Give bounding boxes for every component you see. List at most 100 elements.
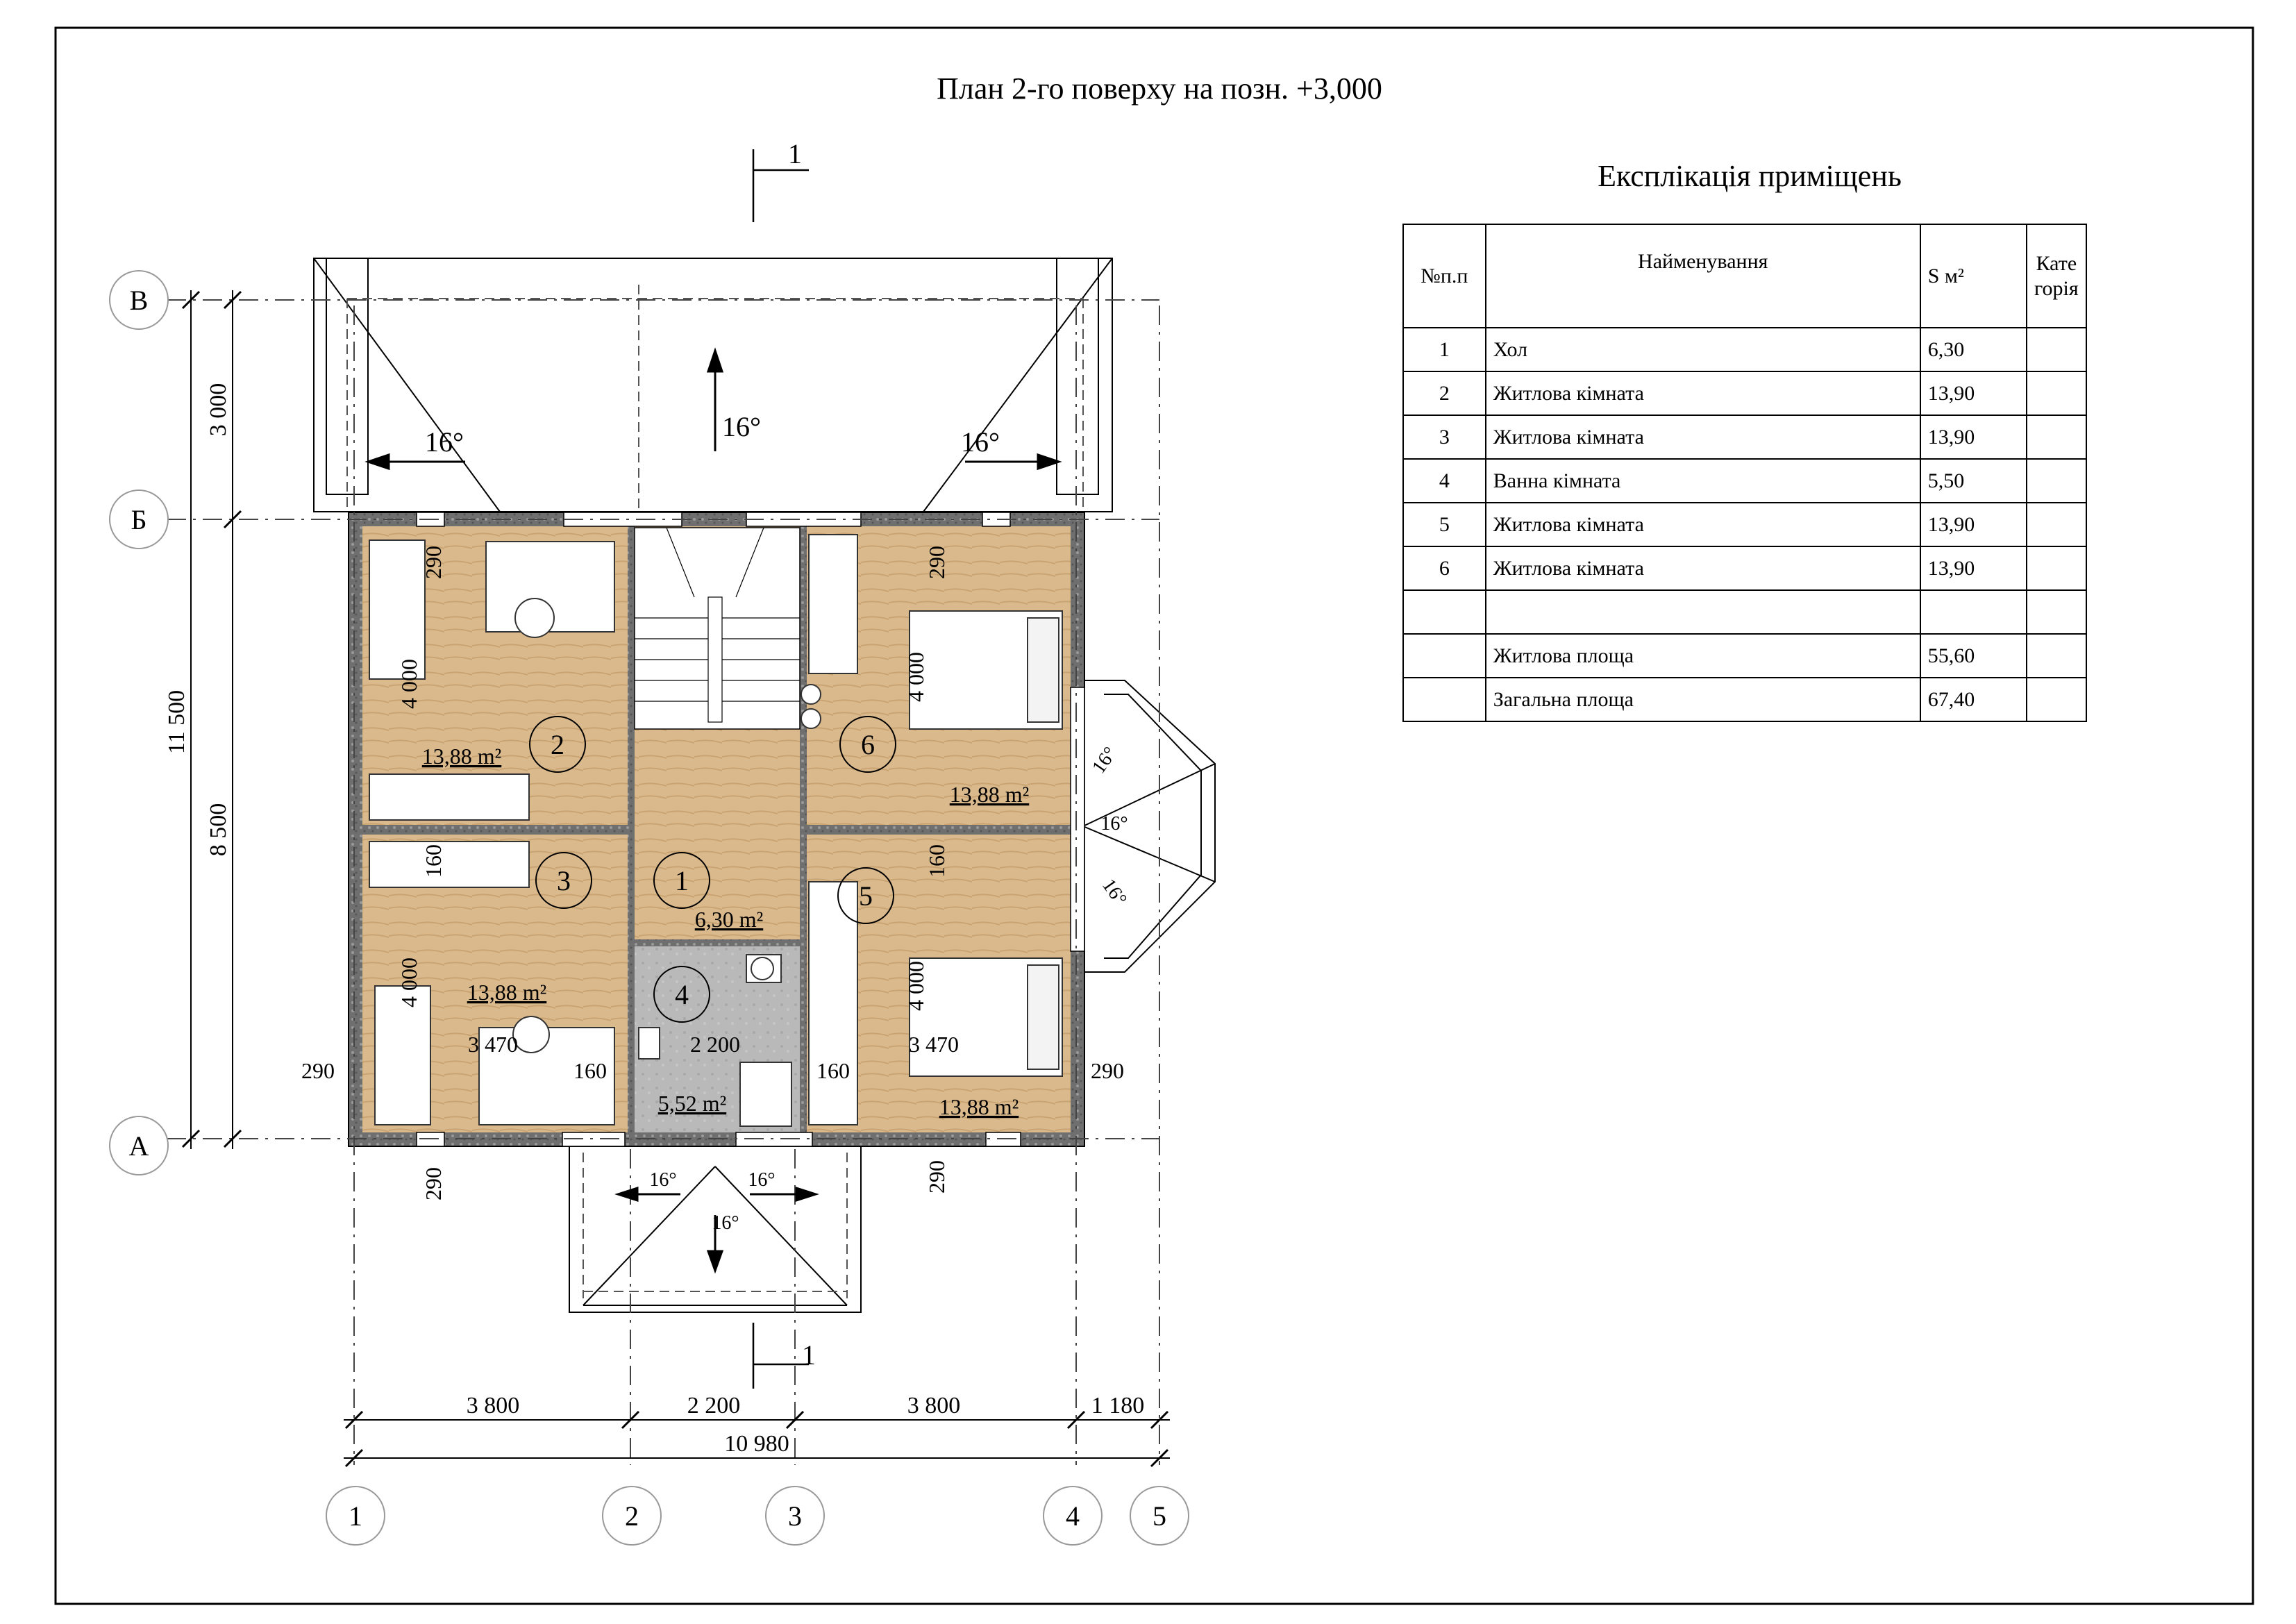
dim-left-2: 8 500: [206, 803, 231, 857]
row-category: [2025, 589, 2088, 635]
dim-total-left: 11 500: [164, 690, 190, 754]
row-no: [1402, 677, 1486, 722]
row-area: 6,30: [1919, 327, 2027, 372]
dim-bath-width: 2 200: [690, 1032, 740, 1057]
dim-room-3-width: 3 470: [468, 1032, 518, 1057]
axis-label-row-v: В: [130, 285, 149, 316]
bay-window-canopy: [1082, 680, 1216, 973]
furniture: [369, 534, 1063, 1127]
row-area: 55,60: [1919, 633, 2027, 678]
room-bubble-1: [653, 852, 710, 909]
axis-bubble-col-1: [326, 1486, 385, 1546]
dim-bottom-1: 3 800: [467, 1393, 520, 1418]
dim-bottom-2: 2 200: [687, 1393, 741, 1418]
row-no: 5: [1402, 502, 1486, 547]
row-name: Житлова кімната: [1484, 371, 1921, 416]
house-floor: [348, 512, 1085, 1147]
row-no: [1402, 633, 1486, 678]
dim-wall-160-bath-right: 160: [816, 1058, 850, 1083]
row-name: Житлова кімната: [1484, 502, 1921, 547]
row-category: [2025, 327, 2088, 372]
dim-wall-290-left: 290: [301, 1058, 335, 1083]
explication-header-row: №п.п Найменування S м² Кате горія: [1402, 224, 2088, 328]
dim-wall-290-top-right: 290: [924, 546, 949, 579]
dimension-lines: [181, 290, 1170, 1468]
room-bubble-4: [653, 966, 710, 1023]
room-area-3: 13,88 m²: [467, 980, 546, 1005]
row-category: [2025, 458, 2088, 503]
axis-bubble-row-b: [109, 489, 169, 549]
row-category: [2025, 546, 2088, 591]
axis-label-col-1: 1: [349, 1500, 362, 1532]
dim-room-2-length: 4 000: [396, 659, 421, 709]
room-area-4: 5,52 m²: [658, 1091, 726, 1116]
axis-label-col-2: 2: [625, 1500, 639, 1532]
axis-bubble-col-5: [1130, 1486, 1189, 1546]
header-no: №п.п: [1402, 224, 1486, 328]
section-label-bottom: 1: [802, 1339, 816, 1371]
header-area: S м²: [1919, 224, 2027, 328]
row-area: 67,40: [1919, 677, 2027, 722]
dim-total-bottom: 10 980: [724, 1431, 789, 1457]
row-area: [1919, 589, 2027, 635]
room-number-4: 4: [675, 979, 689, 1010]
section-marks: [752, 149, 809, 1389]
row-category: [2025, 677, 2088, 722]
room-bubble-3: [535, 852, 592, 909]
row-category: [2025, 371, 2088, 416]
dim-bottom-3: 3 800: [907, 1393, 961, 1418]
slope-label-bottom-right: 16°: [748, 1169, 775, 1191]
header-name: Найменування: [1484, 224, 1921, 328]
header-category-line1: Кате: [2036, 251, 2077, 275]
row-name: Ванна кімната: [1484, 458, 1921, 503]
dim-wall-290-bottom-left: 290: [421, 1167, 446, 1200]
header-category: Кате горія: [2025, 224, 2088, 328]
table-row: 6 Житлова кімната 13,90: [1402, 546, 2088, 591]
table-row: 3 Житлова кімната 13,90: [1402, 415, 2088, 460]
room-bubble-6: [839, 716, 896, 773]
room-area-5: 13,88 m²: [939, 1094, 1019, 1119]
table-row: 1 Хол 6,30: [1402, 327, 2088, 372]
axis-label-row-a: А: [129, 1130, 149, 1162]
room-number-6: 6: [861, 729, 875, 760]
dim-wall-290-bottom-right: 290: [924, 1160, 949, 1194]
row-area: 13,90: [1919, 371, 2027, 416]
row-area: 13,90: [1919, 415, 2027, 460]
room-area-6: 13,88 m²: [950, 782, 1029, 807]
table-row: Загальна площа 67,40: [1402, 677, 2088, 722]
table-row: 4 Ванна кімната 5,50: [1402, 458, 2088, 503]
dim-wall-160-left: 160: [421, 844, 446, 878]
axis-bubble-row-a: [109, 1116, 169, 1175]
room-area-2: 13,88 m²: [422, 744, 501, 769]
slope-arrows: [364, 347, 1062, 1274]
axis-label-col-3: 3: [788, 1500, 802, 1532]
dim-wall-160-bath-left: 160: [573, 1058, 607, 1083]
row-name: Житлова площа: [1484, 633, 1921, 678]
axis-bubble-col-3: [765, 1486, 825, 1546]
slope-label-bottom-left: 16°: [649, 1169, 676, 1191]
row-name: Житлова кімната: [1484, 415, 1921, 460]
room-number-3: 3: [557, 865, 571, 896]
explication-table: №п.п Найменування S м² Кате горія 1 Хол …: [1402, 224, 2088, 722]
dim-wall-290-right: 290: [1091, 1058, 1124, 1083]
table-row: 5 Житлова кімната 13,90: [1402, 502, 2088, 547]
room-bubble-5: [837, 867, 894, 924]
dim-wall-160-right: 160: [924, 844, 949, 878]
room-bubble-2: [529, 716, 586, 773]
axis-label-col-4: 4: [1066, 1500, 1080, 1532]
row-name: Хол: [1484, 327, 1921, 372]
room-number-5: 5: [859, 880, 873, 912]
explication-title: Експлікація приміщень: [1598, 159, 1902, 193]
axis-bubble-col-4: [1043, 1486, 1103, 1546]
table-row: Житлова площа 55,60: [1402, 633, 2088, 678]
room-number-1: 1: [675, 865, 689, 896]
dim-room-5-width: 3 470: [909, 1032, 959, 1057]
roof-canopy-top: [313, 258, 1113, 512]
slope-label-bay-mid: 16°: [1100, 813, 1128, 835]
room-number-2: 2: [551, 729, 564, 760]
row-category: [2025, 415, 2088, 460]
section-label-top: 1: [788, 138, 802, 169]
axis-bubble-row-v: [109, 270, 169, 330]
axis-label-row-b: Б: [131, 504, 147, 535]
dim-bottom-4: 1 180: [1091, 1393, 1145, 1418]
